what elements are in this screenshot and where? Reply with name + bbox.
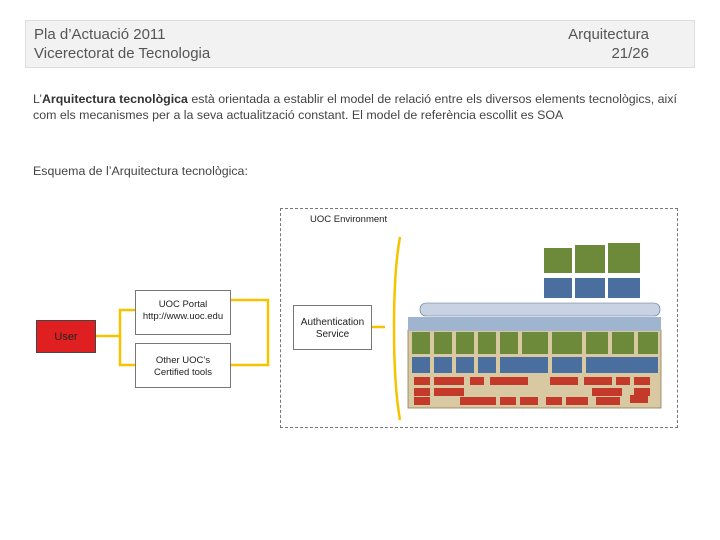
department-name: Vicerectorat de Tecnologia [34, 45, 211, 62]
auth-line1: Authentication [300, 317, 365, 328]
uoc-portal-box: UOC Portal http://www.uoc.edu [135, 290, 231, 335]
uoc-environment-box [280, 208, 678, 428]
header-right: Arquitectura 21/26 [568, 25, 649, 63]
intro-paragraph: L’Arquitectura tecnològica està orientad… [33, 92, 693, 123]
section-title: Arquitectura [568, 26, 649, 43]
portal-title: UOC Portal [158, 299, 208, 310]
tools-line1: Other UOC’s [155, 355, 211, 366]
schema-label: Esquema de l’Arquitectura tecnològica: [33, 164, 248, 178]
header-left: Pla d’Actuació 2011 Vicerectorat de Tecn… [34, 25, 210, 63]
connector-lines [96, 236, 402, 421]
intro-prefix: L’ [33, 92, 42, 106]
soa-platform-image [407, 243, 662, 409]
auth-line2: Service [315, 329, 350, 340]
certified-tools-box: Other UOC’s Certified tools [135, 343, 231, 388]
slide-header: Pla d’Actuació 2011 Vicerectorat de Tecn… [25, 20, 695, 68]
intro-text: està orientada a establir el model de re… [33, 92, 677, 122]
plan-title: Pla d’Actuació 2011 [34, 26, 166, 43]
uoc-environment-label: UOC Environment [310, 214, 388, 225]
portal-url: http://www.uoc.edu [142, 311, 224, 322]
page-number: 21/26 [611, 45, 649, 62]
tools-line2: Certified tools [153, 367, 213, 378]
user-box: User [36, 320, 96, 353]
authentication-service-box: Authentication Service [293, 305, 372, 350]
intro-bold-term: Arquitectura tecnològica [41, 92, 188, 106]
